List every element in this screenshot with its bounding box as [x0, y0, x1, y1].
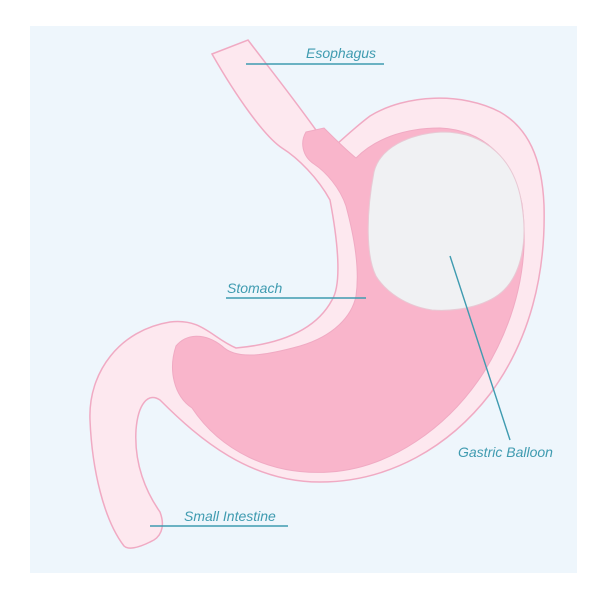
stomach-label: Stomach: [227, 280, 282, 296]
gastric-balloon: [367, 131, 525, 311]
small-intestine-label: Small Intestine: [184, 508, 276, 524]
esophagus-label: Esophagus: [306, 45, 376, 61]
gastric-balloon-label: Gastric Balloon: [458, 444, 553, 460]
gastric-balloon-leader: [449, 255, 511, 441]
